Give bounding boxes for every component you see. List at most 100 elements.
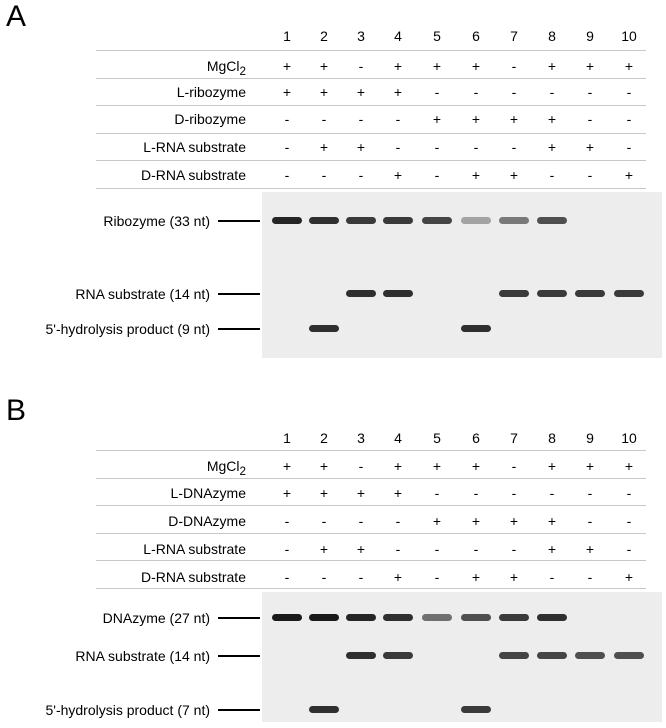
- plus-sign: +: [547, 111, 557, 127]
- row-divider: [96, 533, 646, 534]
- row-divider: [96, 588, 646, 589]
- condition-name: -DNAzyme: [178, 513, 246, 529]
- band-marker-label: 5'-hydrolysis product (7 nt): [45, 702, 210, 718]
- gel-band: [461, 706, 491, 713]
- minus-sign: -: [626, 541, 632, 557]
- plus-sign: +: [356, 84, 366, 100]
- minus-sign: -: [358, 569, 364, 585]
- minus-sign: -: [434, 541, 440, 557]
- condition-label: MgCl2: [207, 58, 246, 80]
- minus-sign: -: [473, 84, 479, 100]
- minus-sign: -: [587, 569, 593, 585]
- gel-band: [383, 614, 413, 621]
- lane-number: 2: [320, 28, 328, 44]
- minus-sign: -: [284, 111, 290, 127]
- plus-sign: +: [624, 58, 634, 74]
- gel-band: [422, 217, 452, 224]
- lane-number: 9: [586, 430, 594, 446]
- condition-name: -RNA substrate: [151, 167, 246, 183]
- lane-number: 2: [320, 430, 328, 446]
- gel-band: [614, 652, 644, 659]
- row-divider: [96, 50, 646, 51]
- minus-sign: -: [284, 569, 290, 585]
- plus-sign: +: [471, 458, 481, 474]
- plus-sign: +: [624, 569, 634, 585]
- plus-sign: +: [282, 485, 292, 501]
- minus-sign: -: [395, 111, 401, 127]
- minus-sign: -: [511, 485, 517, 501]
- plus-sign: +: [393, 58, 403, 74]
- lane-number: 8: [548, 28, 556, 44]
- gel-band: [309, 614, 339, 621]
- gel-band: [461, 325, 491, 332]
- condition-label: L-DNAzyme: [171, 485, 246, 501]
- plus-sign: +: [509, 167, 519, 183]
- stereo-prefix: D: [140, 167, 152, 183]
- minus-sign: -: [434, 139, 440, 155]
- plus-sign: +: [471, 111, 481, 127]
- minus-sign: -: [587, 513, 593, 529]
- gel-band: [309, 217, 339, 224]
- plus-sign: +: [393, 569, 403, 585]
- gel-band: [499, 652, 529, 659]
- gel-band: [575, 652, 605, 659]
- band-marker-line: [218, 709, 260, 711]
- band-marker-label: 5'-hydrolysis product (9 nt): [45, 321, 210, 337]
- condition-name: -RNA substrate: [151, 541, 246, 557]
- gel-band: [614, 290, 644, 297]
- stereo-prefix: L: [176, 84, 185, 100]
- gel-band: [272, 217, 302, 224]
- band-marker-line: [218, 655, 260, 657]
- lane-number: 1: [283, 430, 291, 446]
- minus-sign: -: [511, 58, 517, 74]
- plus-sign: +: [319, 84, 329, 100]
- minus-sign: -: [395, 139, 401, 155]
- plus-sign: +: [393, 167, 403, 183]
- lane-number: 8: [548, 430, 556, 446]
- gel-band: [537, 290, 567, 297]
- plus-sign: +: [393, 458, 403, 474]
- lane-number: 5: [433, 28, 441, 44]
- plus-sign: +: [432, 513, 442, 529]
- gel-band: [383, 652, 413, 659]
- gel-band: [499, 290, 529, 297]
- gel-band: [537, 217, 567, 224]
- gel-band: [537, 614, 567, 621]
- plus-sign: +: [319, 541, 329, 557]
- plus-sign: +: [547, 139, 557, 155]
- plus-sign: +: [356, 541, 366, 557]
- gel-band: [346, 652, 376, 659]
- gel-band: [461, 614, 491, 621]
- band-marker-line: [218, 293, 260, 295]
- condition-label: D-RNA substrate: [141, 569, 246, 585]
- row-divider: [96, 105, 646, 106]
- minus-sign: -: [358, 167, 364, 183]
- plus-sign: +: [319, 485, 329, 501]
- minus-sign: -: [511, 139, 517, 155]
- condition-name: -DNAzyme: [178, 485, 246, 501]
- plus-sign: +: [393, 485, 403, 501]
- gel-band: [309, 706, 339, 713]
- minus-sign: -: [549, 167, 555, 183]
- minus-sign: -: [626, 513, 632, 529]
- band-marker-line: [218, 328, 260, 330]
- minus-sign: -: [284, 513, 290, 529]
- condition-label: L-RNA substrate: [143, 541, 246, 557]
- minus-sign: -: [321, 569, 327, 585]
- lane-number: 4: [394, 28, 402, 44]
- stereo-prefix: L: [143, 541, 152, 557]
- lane-number: 6: [472, 28, 480, 44]
- gel-band: [461, 217, 491, 224]
- plus-sign: +: [471, 58, 481, 74]
- lane-number: 7: [510, 430, 518, 446]
- minus-sign: -: [284, 167, 290, 183]
- minus-sign: -: [358, 111, 364, 127]
- lane-number: 9: [586, 28, 594, 44]
- gel-band: [309, 325, 339, 332]
- plus-sign: +: [432, 58, 442, 74]
- gel-band: [422, 614, 452, 621]
- gel-band: [346, 614, 376, 621]
- plus-sign: +: [393, 84, 403, 100]
- band-marker-label: DNAzyme (27 nt): [102, 610, 210, 626]
